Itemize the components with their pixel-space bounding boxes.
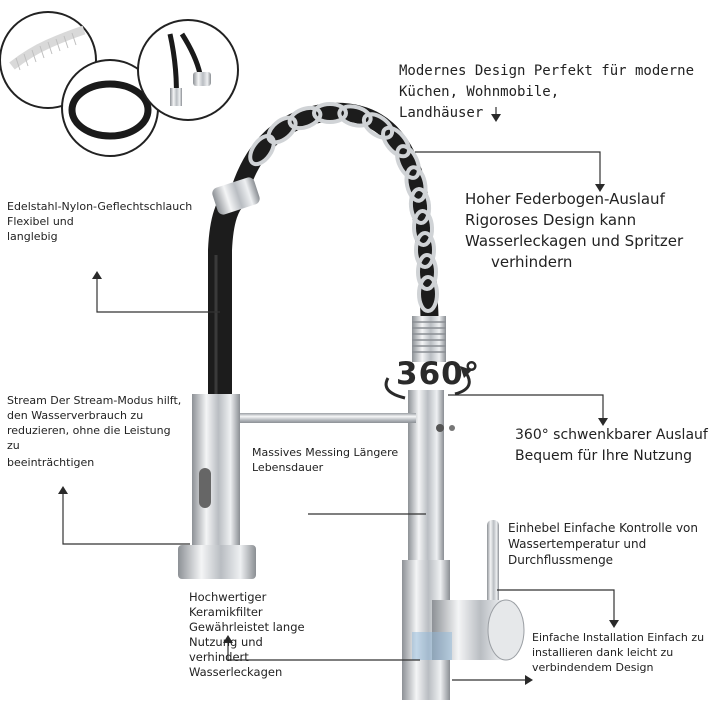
spring-spout-label: Hoher Federbogen-Auslauf Rigoroses Desig… [465, 190, 684, 271]
brass-label: Massives Messing Längere Lebensdauer [252, 446, 399, 474]
lever-handle [487, 520, 499, 610]
stream-label: Stream Der Stream-Modus hilft, den Wasse… [7, 394, 182, 469]
hose [208, 185, 246, 395]
hose-detail-icon [0, 11, 239, 157]
installation-label: Einfache Installation Einfach zu install… [532, 631, 705, 674]
holder-arm [240, 413, 416, 423]
ceramic-filter-label: Hochwertiger Keramikfilter Gewährleistet… [189, 590, 305, 679]
spring-coil [248, 102, 439, 313]
hose-label: Edelstahl-Nylon-Geflechtschlauch Flexibe… [7, 200, 193, 243]
rotation-360-badge: 360° [396, 356, 481, 392]
swivel-label: 360° schwenkbarer Auslauf Bequem für Ihr… [515, 427, 708, 464]
design-label: Modernes Design Perfekt für moderne Küch… [399, 63, 695, 121]
sprayer [192, 394, 240, 442]
lever-label: Einhebel Einfache Kontrolle von Wasserte… [508, 521, 699, 567]
